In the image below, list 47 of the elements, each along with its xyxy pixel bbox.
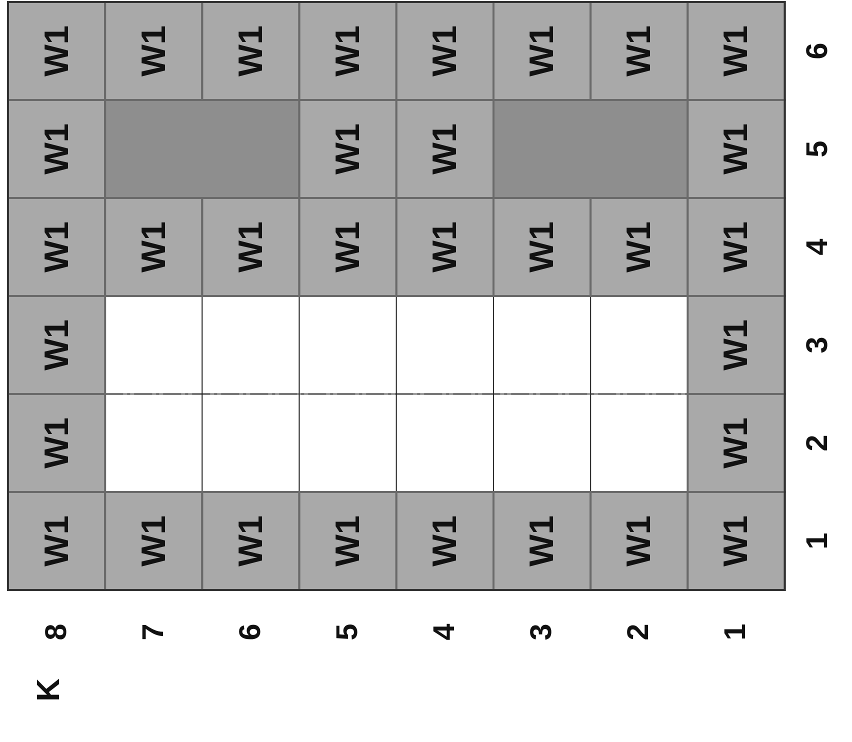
cell-text: W1	[428, 124, 462, 174]
cell-text: W1	[525, 26, 560, 76]
cell-text: W1	[719, 124, 754, 174]
cell-text: W1	[622, 222, 656, 272]
cell-text: W1	[136, 222, 171, 272]
cell-text: W1	[330, 222, 365, 272]
cell-text: W1	[719, 320, 754, 370]
cell-text: W1	[40, 418, 74, 468]
cell-text: W1	[428, 516, 462, 566]
axis-label: K	[32, 678, 64, 702]
cell-text: W1	[40, 124, 74, 174]
cell-text: W1	[622, 516, 656, 566]
row-number: 3	[803, 336, 833, 354]
column-number: 8	[42, 624, 72, 640]
cell-text: W1	[330, 26, 365, 76]
cell-text: W1	[719, 418, 754, 468]
column-number: 1	[721, 624, 752, 640]
cell-text: W1	[136, 26, 171, 76]
cell-text: W1	[136, 516, 171, 566]
cell-text: W1	[525, 222, 560, 272]
cell-text: W1	[234, 222, 268, 272]
cell-text: W1	[40, 26, 74, 76]
cell-text: W1	[525, 516, 560, 566]
column-number: 6	[236, 624, 266, 640]
column-number: 4	[430, 624, 460, 640]
cell-text: W1	[622, 26, 656, 76]
cell-text: W1	[719, 222, 754, 272]
column-number: 2	[624, 624, 654, 640]
row-number: 6	[803, 42, 833, 60]
column-number: 3	[527, 624, 558, 640]
row-number: 1	[803, 532, 833, 550]
cell-text: W1	[719, 26, 754, 76]
cell-text: W1	[234, 26, 268, 76]
cell-text: W1	[330, 124, 365, 174]
cell-text: W1	[40, 320, 74, 370]
cell-text: W1	[234, 516, 268, 566]
cell-text: W1	[428, 26, 462, 76]
cell-text: W1	[40, 222, 74, 272]
cell-text: W1	[719, 516, 754, 566]
cell-text: W1	[40, 516, 74, 566]
row-number: 4	[803, 238, 833, 256]
cell-text: W1	[428, 222, 462, 272]
cell-text: W1	[330, 516, 365, 566]
column-number: 7	[138, 624, 169, 640]
column-number: 5	[332, 624, 363, 640]
row-number: 5	[803, 140, 833, 158]
row-number: 2	[803, 434, 833, 452]
